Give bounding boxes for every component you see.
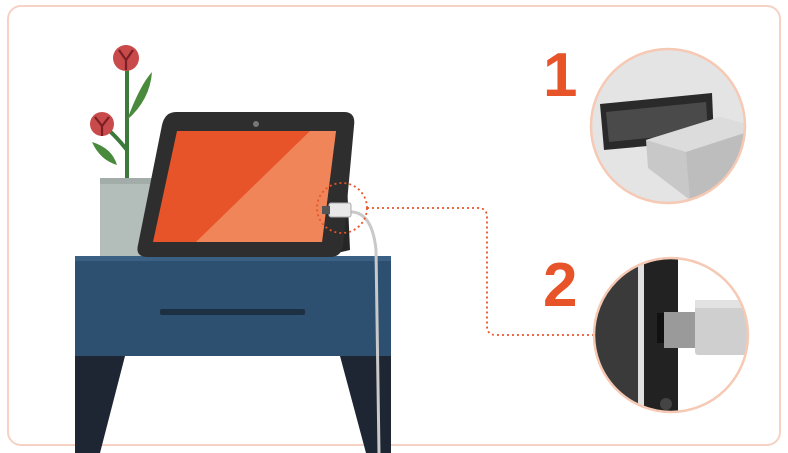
step-2-illustration [590,255,755,415]
table-icon [75,256,391,453]
step-1-illustration [591,49,760,203]
step-1-number: 1 [543,41,577,110]
step-2-number: 2 [543,251,577,320]
smart-display-icon [137,112,354,257]
